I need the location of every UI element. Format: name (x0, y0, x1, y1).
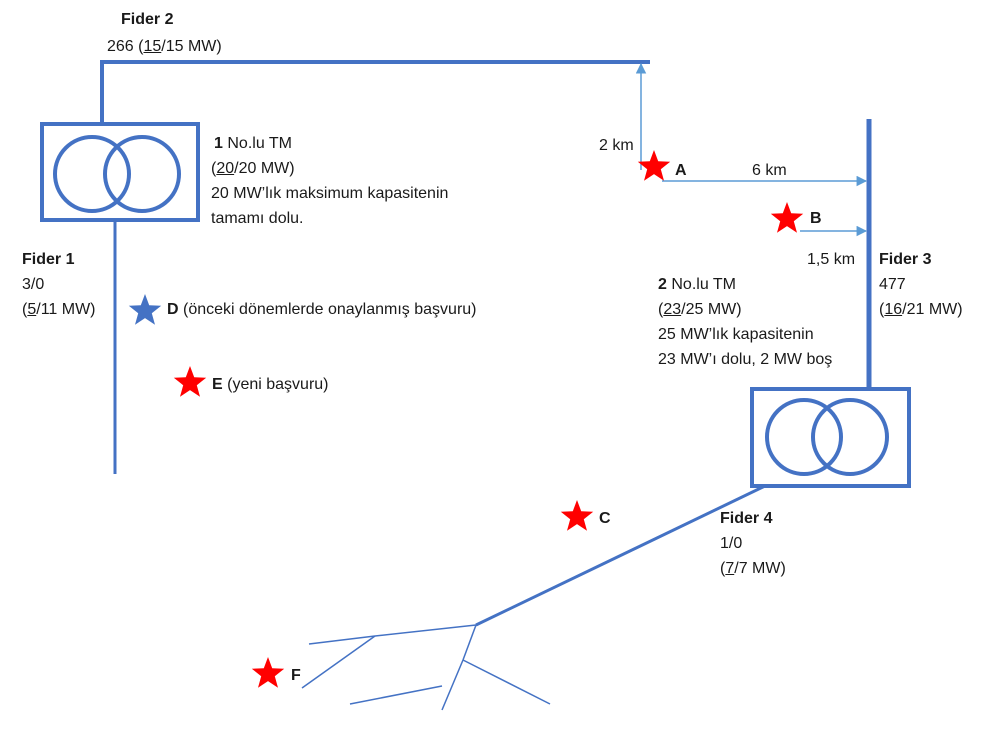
transformer-1-box (40, 122, 200, 222)
fider-4-code: 1/0 (720, 535, 743, 552)
tm-1-capacity: 20 MW (238, 160, 290, 177)
tm-2-title: 2 No.lu TM (658, 273, 736, 297)
tm-1-load-info: (20/20 MW) (211, 160, 295, 177)
fider-4-branches (301, 624, 551, 711)
point-a-label: A (675, 162, 687, 179)
tm-1-load: 20 (216, 160, 235, 177)
fider-1-title: Fider 1 (22, 251, 75, 268)
tm-2-load-info: (23/25 MW) (658, 301, 742, 318)
fider-2-line (100, 60, 650, 124)
point-d-letter: D (167, 301, 179, 318)
tm-1-name: No.lu TM (227, 135, 292, 152)
fider-1-capacity: 11 MW (40, 301, 91, 318)
fider-3-load-info: (16/21 MW) (879, 301, 963, 318)
fider-3-capacity: 21 MW (906, 301, 958, 318)
tm-2-load: 23 (663, 301, 682, 318)
fider-4-load-info: (7/7 MW) (720, 560, 786, 577)
fider-3-code: 477 (879, 276, 906, 293)
tm-2-desc-1: 25 MW’lık kapasitenin (658, 326, 814, 343)
star-icon-e (173, 366, 207, 397)
tm-2-capacity: 25 MW (685, 301, 737, 318)
transformer-2-box (750, 387, 911, 488)
distance-a-up: 2 km (599, 137, 634, 154)
star-icon-a (637, 150, 671, 181)
point-b-label: B (810, 210, 822, 227)
fider-1-code: 3/0 (22, 276, 45, 293)
transformer-2-coil-right (811, 398, 889, 476)
tm-2-number: 2 (658, 276, 667, 293)
star-icon-c (560, 500, 594, 531)
fider-2-code: 266 (107, 38, 134, 55)
fider-3-title: Fider 3 (879, 251, 932, 268)
tm-2-desc-2: 23 MW’ı dolu, 2 MW boş (658, 351, 833, 368)
transformer-1-coil-right (103, 135, 181, 213)
tm-2-name: No.lu TM (671, 276, 736, 293)
fider-2-capacity: 15 MW (165, 38, 217, 55)
point-f-label: F (291, 667, 301, 684)
tm-1-desc-1: 20 MW’lık maksimum kapasitenin (211, 185, 449, 202)
tm-1-title: 1 No.lu TM (214, 132, 292, 156)
tm-1-desc-2: tamamı dolu. (211, 210, 304, 227)
fider-1-load: 5 (27, 301, 37, 318)
distance-b-right: 1,5 km (807, 251, 856, 268)
star-icon-f (251, 657, 285, 688)
transformer-1-coil-left (53, 135, 131, 213)
distance-a-right: 6 km (752, 162, 787, 179)
fider-2-load: 15 (143, 38, 162, 55)
point-d-note: (önceki dönemlerde onaylanmış başvuru) (183, 301, 477, 318)
star-icon-b (770, 202, 804, 233)
tm-1-number: 1 (214, 135, 223, 152)
fider-2-info: 266 (15/15 MW) (107, 38, 222, 55)
point-e-note: (yeni başvuru) (227, 376, 329, 393)
fider-4-load: 7 (725, 560, 735, 577)
fider-4-capacity: 7 MW (738, 560, 781, 577)
point-e-label: E (yeni başvuru) (212, 373, 329, 397)
point-d-label: D (önceki dönemlerde onaylanmış başvuru) (167, 298, 477, 322)
fider-2-title: Fider 2 (121, 11, 174, 28)
fider-1-load-info: (5/11 MW) (22, 301, 96, 318)
star-icon-d (128, 294, 162, 325)
point-e-letter: E (212, 376, 223, 393)
fider-4-title: Fider 4 (720, 510, 773, 527)
fider-3-load: 16 (884, 301, 903, 318)
transformer-2-coil-left (765, 398, 843, 476)
fider-4-line (475, 484, 766, 627)
point-c-label: C (599, 510, 611, 527)
